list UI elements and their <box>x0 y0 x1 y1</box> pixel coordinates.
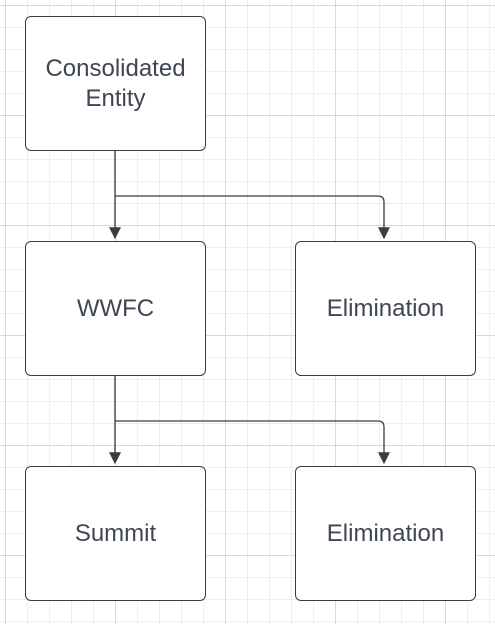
node-label: Consolidated Entity <box>45 54 186 112</box>
node-label: WWFC <box>76 294 155 322</box>
node-summit[interactable]: Summit <box>25 466 206 601</box>
node-elimination-top[interactable]: Elimination <box>295 241 476 376</box>
node-elimination-bottom[interactable]: Elimination <box>295 466 476 601</box>
node-label: Elimination <box>326 519 445 547</box>
node-label: Summit <box>74 519 157 547</box>
edge-wwfc-to-elimination <box>115 420 390 465</box>
node-wwfc[interactable]: WWFC <box>25 241 206 376</box>
edge-consolidated-to-elimination <box>115 195 390 240</box>
node-consolidated-entity[interactable]: Consolidated Entity <box>25 16 206 151</box>
node-label: Elimination <box>326 294 445 322</box>
